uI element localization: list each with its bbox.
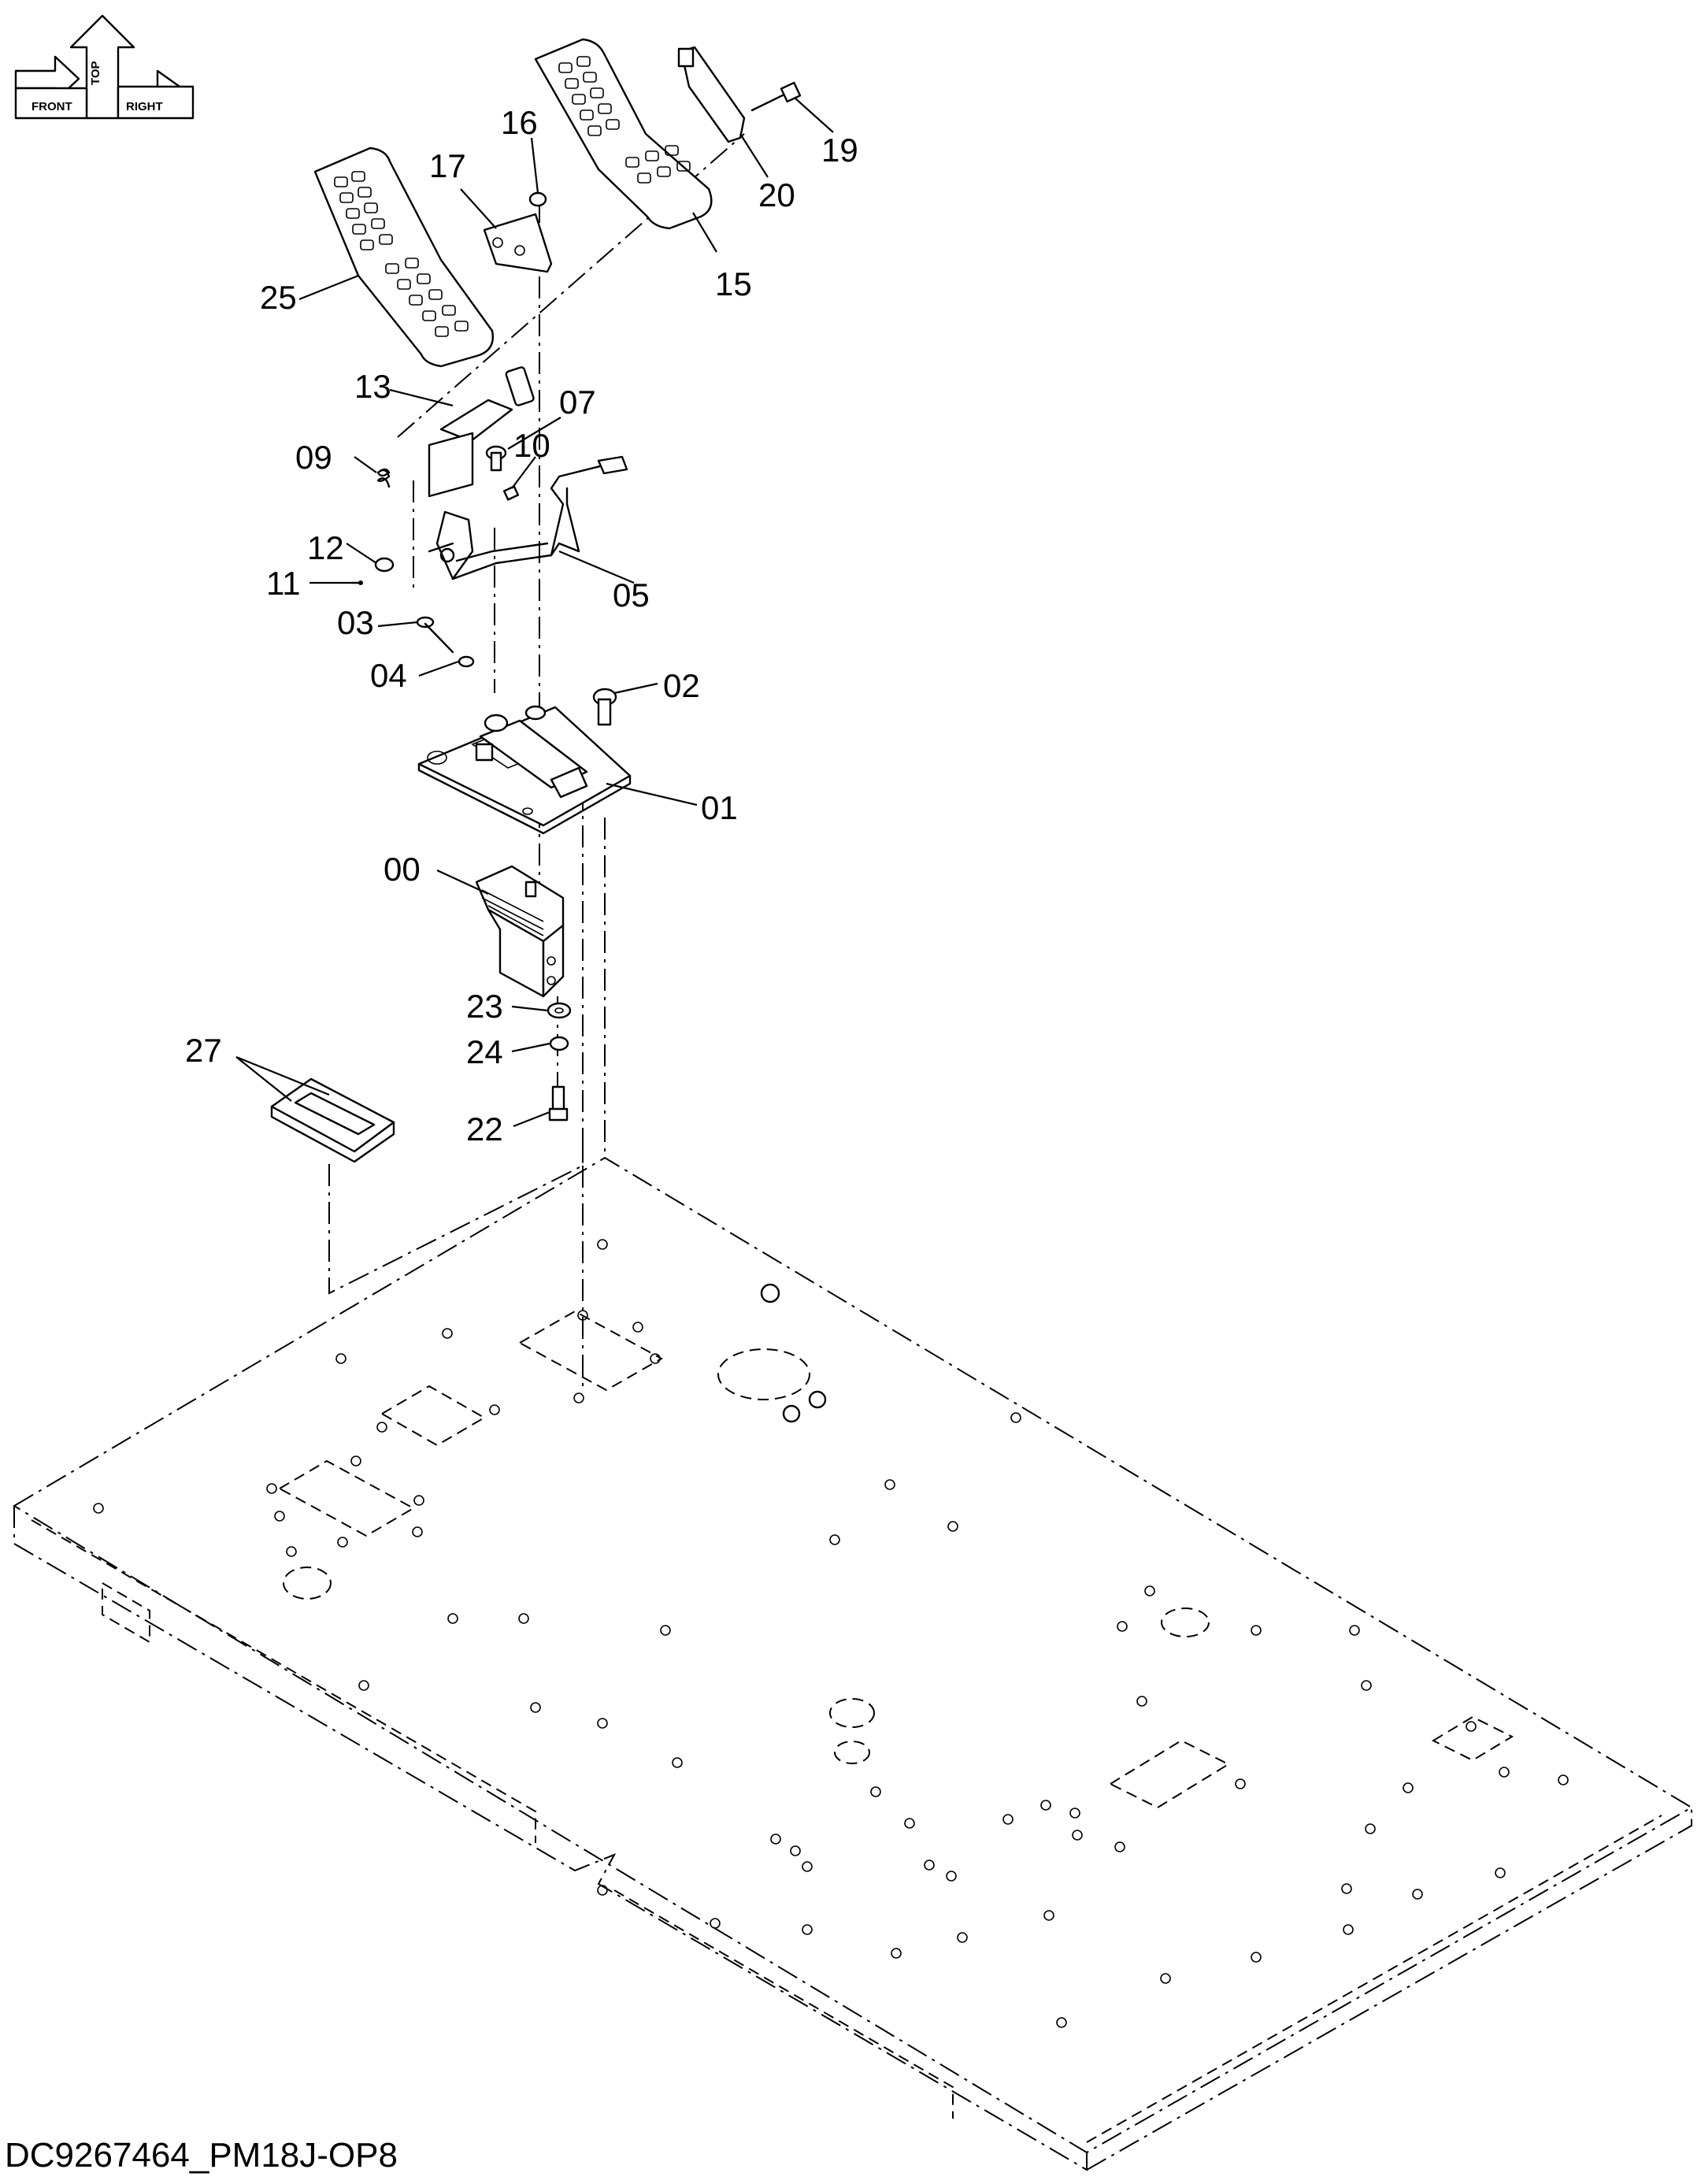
floor-mat-27: [270, 1077, 395, 1163]
callout-22: 22: [466, 1111, 503, 1148]
mounting-holes: [93, 1239, 1569, 2028]
callout-05: 05: [613, 577, 650, 614]
callout-11: 11: [266, 565, 301, 602]
callout-01: 01: [701, 789, 738, 826]
bolt-02: [592, 688, 617, 726]
pedal-bracket: [677, 46, 746, 143]
orientation-right-label: RIGHT: [126, 100, 163, 113]
callout-04: 04: [370, 657, 407, 694]
washer-12: [374, 557, 395, 573]
lever-arm-05: [428, 455, 628, 580]
callout-17: 16: [501, 104, 538, 141]
orientation-front-label: FRONT: [32, 100, 72, 113]
pedal-pad-right: [534, 38, 713, 230]
pedal-pad-left: [313, 146, 494, 368]
orientation-arrows-icon: FRONT TOP RIGHT: [14, 14, 195, 120]
callout-24: 24: [466, 1033, 503, 1070]
pedal-valve-00: [475, 865, 565, 998]
callout-labels: 25 15 16 17 19 20 13 07 09 10 12 11 05 0…: [185, 104, 858, 1148]
callout-leaders: [235, 98, 834, 1128]
nut-04: [458, 655, 475, 668]
washer-23: [547, 1002, 572, 1019]
floor-plate: [13, 1156, 1693, 2171]
callout-20: 20: [758, 176, 795, 213]
nut-24: [549, 1036, 569, 1051]
pin-11: [351, 580, 363, 585]
callout-27: 27: [185, 1032, 222, 1069]
callout-25: 25: [260, 279, 297, 316]
callout-03: 03: [337, 604, 374, 641]
callout-15: 15: [715, 265, 752, 302]
spring-09: [376, 468, 391, 488]
callout-23: 23: [466, 988, 503, 1025]
bolt-07: [485, 445, 507, 472]
callout-10: 10: [513, 427, 550, 464]
drawing-code: DC9267464_PM18J-OP8: [5, 2136, 398, 2175]
base-plate-01: [417, 705, 632, 835]
bolt-19: [750, 81, 802, 112]
callout-12: 12: [307, 529, 344, 566]
callout-02: 02: [663, 667, 700, 704]
callout-16: 17: [429, 147, 466, 184]
lever-handle-13: [428, 366, 535, 498]
callout-13: 13: [354, 368, 391, 405]
callout-09: 09: [295, 439, 332, 476]
bolt-03: [416, 616, 454, 654]
callout-00: 00: [384, 851, 421, 888]
pin-10: [502, 485, 520, 501]
bolt-22: [548, 1085, 569, 1122]
callout-19: 19: [821, 132, 858, 169]
plate-16: [483, 213, 553, 273]
callout-07: 07: [559, 384, 596, 421]
nut-17: [528, 191, 547, 207]
orientation-top-label: TOP: [89, 61, 102, 85]
